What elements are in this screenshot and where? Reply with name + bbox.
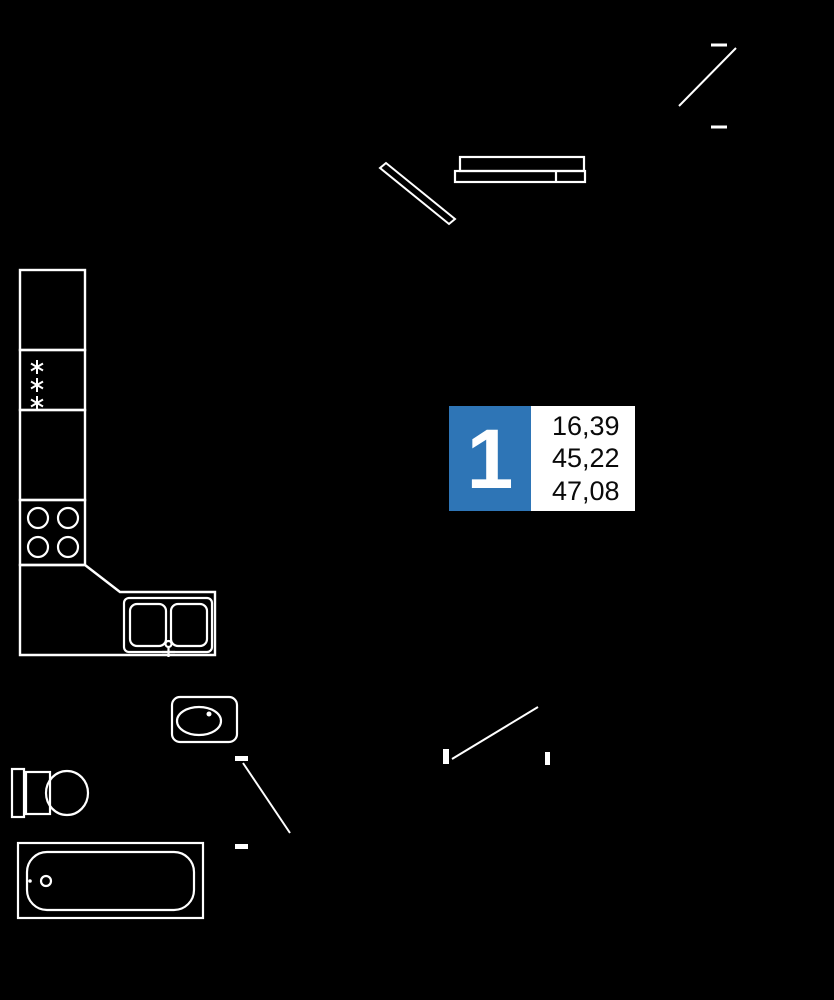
door-leaf-icon [378,161,457,226]
kitchen-counter-icon [18,268,217,657]
unit-card[interactable]: 1 16,39 45,22 47,08 [449,406,635,511]
unit-number-badge: 1 [449,406,531,511]
door-swing-top-right-icon [678,43,737,129]
window-icon [453,155,587,184]
freezer-asterisks-icon [30,360,44,410]
kitchen-sink-icon [122,596,214,657]
stove-burners-icon [26,506,80,559]
area-value-living: 45,22 [552,443,620,474]
door-bottom-center-icon [443,706,550,765]
bathtub-icon [16,841,205,920]
toilet-icon [10,767,90,819]
door-bottom-left-icon [235,756,291,849]
washbasin-icon [170,695,239,744]
unit-areas-list: 16,39 45,22 47,08 [531,406,635,511]
area-value-room: 16,39 [552,410,620,441]
area-value-total: 47,08 [552,475,620,506]
